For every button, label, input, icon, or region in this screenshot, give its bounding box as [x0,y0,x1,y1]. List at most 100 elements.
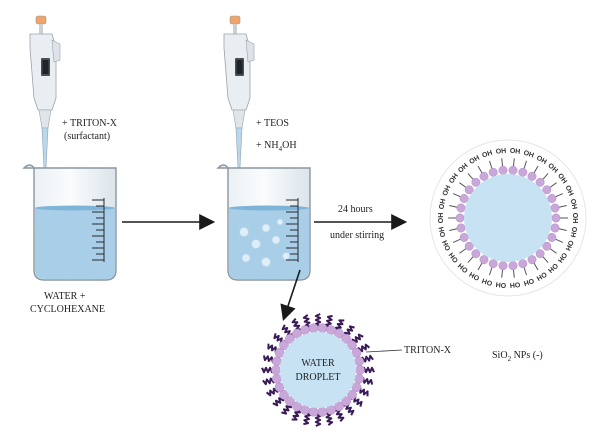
np-chain [558,228,567,231]
pipette-1-icon [29,15,61,169]
np-head [547,194,557,203]
micelle-head [308,406,319,417]
oh-group: OH [481,150,493,160]
np-chain [467,256,474,263]
oh-group: OH [509,148,520,156]
oh-group: OH [468,155,481,166]
np-head [464,185,474,195]
micelle-head [355,365,365,375]
np-chain [459,248,467,254]
oh-group: OH [438,226,447,238]
micelle-tail [272,395,285,407]
np-chain [533,165,539,174]
micelle-head [341,396,351,407]
np-chain [452,238,461,243]
np-head [479,171,489,181]
micelle-tail [344,325,355,338]
np-head [455,213,465,223]
nanoparticle-core [464,174,552,262]
micelle-tail [291,317,301,331]
oh-group: OH [448,251,460,264]
nanoparticle-heads [455,165,561,271]
micelle-tail [343,403,355,416]
np-head [471,177,481,187]
sio2-nanoparticle: OHOHOHOHOHOHOHOHOHOHOHOHOHOHOHOHOHOHOHOH… [429,139,587,297]
beaker1-label-line1: WATER + [44,291,86,302]
oh-group: OH [438,213,445,224]
nanoparticle-chains [448,158,568,278]
np-chain [459,182,467,188]
np-chain [533,262,539,271]
micelle-tail [335,409,345,423]
np-chain [512,269,515,278]
micelle-tail [314,313,322,327]
oh-group: OH [442,185,453,197]
np-head [488,259,498,269]
micelle-tail [314,413,322,427]
oh-group: OH [448,172,460,185]
np-head [459,233,469,242]
np-chain [523,267,527,276]
micelle-head [334,328,344,339]
oh-group: OH [569,226,578,238]
np-head [542,241,552,251]
beaker-2 [216,164,311,281]
micelle-head [285,333,295,344]
oh-group: OH [564,239,575,251]
np-head [550,223,560,233]
arrow-step-3 [280,269,301,322]
np-chain [501,269,504,278]
micelle-head [292,328,302,339]
micelle-head [285,396,295,407]
micelle-tail [262,377,276,386]
oh-group: OH [569,198,578,210]
beaker1-label-line2: CYCLOHEXANE [30,304,105,315]
micelle-head [347,389,357,400]
np-chain [512,158,515,167]
micelle-head [354,356,364,367]
sio2-label: SiO2 NPs (-) [492,350,543,363]
micelle-head [272,373,282,384]
np-head [456,223,466,233]
np-head [508,165,518,175]
micelle-heads [271,323,365,417]
micelle-tail [302,314,311,328]
oh-group: OH [468,270,481,281]
np-head [479,255,489,265]
np-head [535,177,545,187]
step1-label-line1: + TRITON-X [62,118,118,129]
np-head [547,233,557,242]
np-head [498,165,508,175]
oh-group: OH [556,172,568,185]
micelle-tail [291,408,301,421]
np-chain [452,193,461,198]
oh-group: OH [535,155,548,166]
np-head [542,185,552,195]
np-chain [489,267,493,276]
np-chain [477,165,483,174]
micelle-head [292,401,302,412]
triton-pointer-line [365,349,403,353]
np-chain [449,228,458,231]
np-chain [489,160,493,169]
step1-label-line2: (surfactant) [64,131,110,142]
oh-groups: OHOHOHOHOHOHOHOHOHOHOHOHOHOHOHOHOHOHOHOH… [438,148,578,289]
oh-group: OH [509,280,520,288]
micelle-tail [357,343,371,353]
micelle-head [279,389,289,400]
pipette-2-icon [223,15,255,169]
step2-nh4oh-label: + NH4OH [256,140,297,153]
arrow3-label-line1: 24 hours [338,204,373,215]
oh-group: OH [495,148,506,156]
np-head [464,241,474,251]
micelle-tail [360,354,374,363]
micelle-head [341,333,351,344]
oh-group: OH [564,185,575,197]
np-chain [549,248,557,254]
np-head [498,261,508,271]
micelle-head [279,340,289,351]
np-head [471,249,481,259]
micelle-head [354,373,364,384]
micelle-head [347,340,357,351]
micelle-head [271,365,281,375]
